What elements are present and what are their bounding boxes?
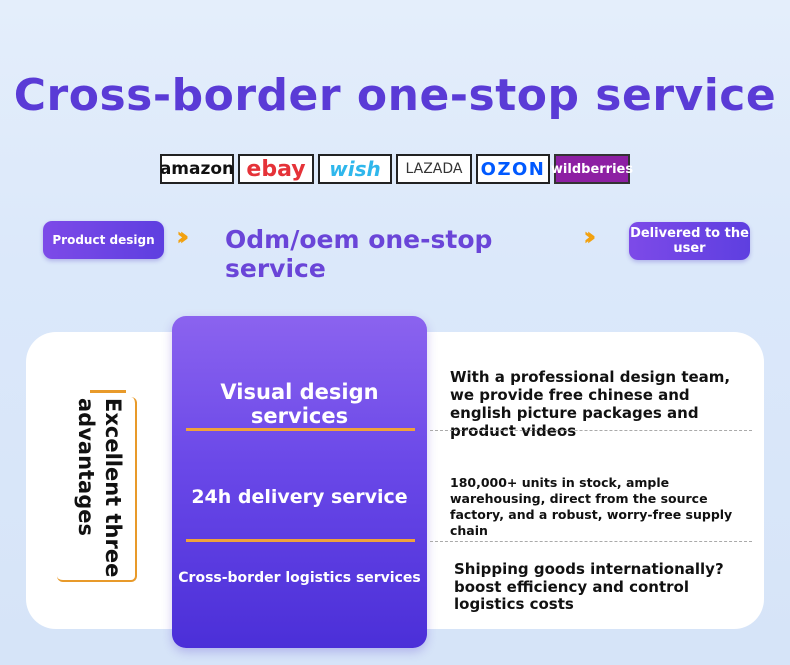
service-name: Cross-border logistics services	[178, 570, 421, 586]
bracket-decoration	[57, 397, 137, 582]
service-description: With a professional design team, we prov…	[450, 368, 731, 440]
ozon-logo: OZON	[476, 154, 550, 184]
service-name: 24h delivery service	[191, 486, 408, 508]
ebay-logo: ebay	[238, 154, 314, 184]
amazon-logo: amazon	[160, 154, 234, 184]
lazada-logo: LAZADA	[396, 154, 472, 184]
service-description: Shipping goods internationally? boost ef…	[454, 560, 724, 613]
divider	[186, 428, 415, 431]
divider	[186, 539, 415, 542]
wish-logo: wish	[318, 154, 392, 184]
side-label: Excellent three advantages	[74, 398, 125, 578]
delivered-pill: Delivered to the user	[629, 222, 750, 260]
dashed-divider	[430, 430, 752, 431]
wildberries-logo: wildberries	[551, 154, 633, 184]
dashed-divider	[430, 541, 752, 542]
product-design-pill: Product design	[43, 221, 164, 259]
double-chevron-right-icon: ››	[176, 222, 190, 252]
marketplace-logos: amazon ebay wish LAZADA OZON wildberries	[0, 154, 790, 184]
flow-title: Odm/oem one-stop service	[225, 225, 493, 283]
service-name: Visual design services	[220, 380, 379, 428]
page-title: Cross-border one-stop service	[13, 70, 777, 121]
bracket-decoration-top	[90, 390, 126, 393]
service-description: 180,000+ units in stock, ample warehousi…	[450, 475, 733, 538]
services-column	[172, 316, 427, 648]
double-chevron-right-icon: ››	[583, 222, 597, 252]
